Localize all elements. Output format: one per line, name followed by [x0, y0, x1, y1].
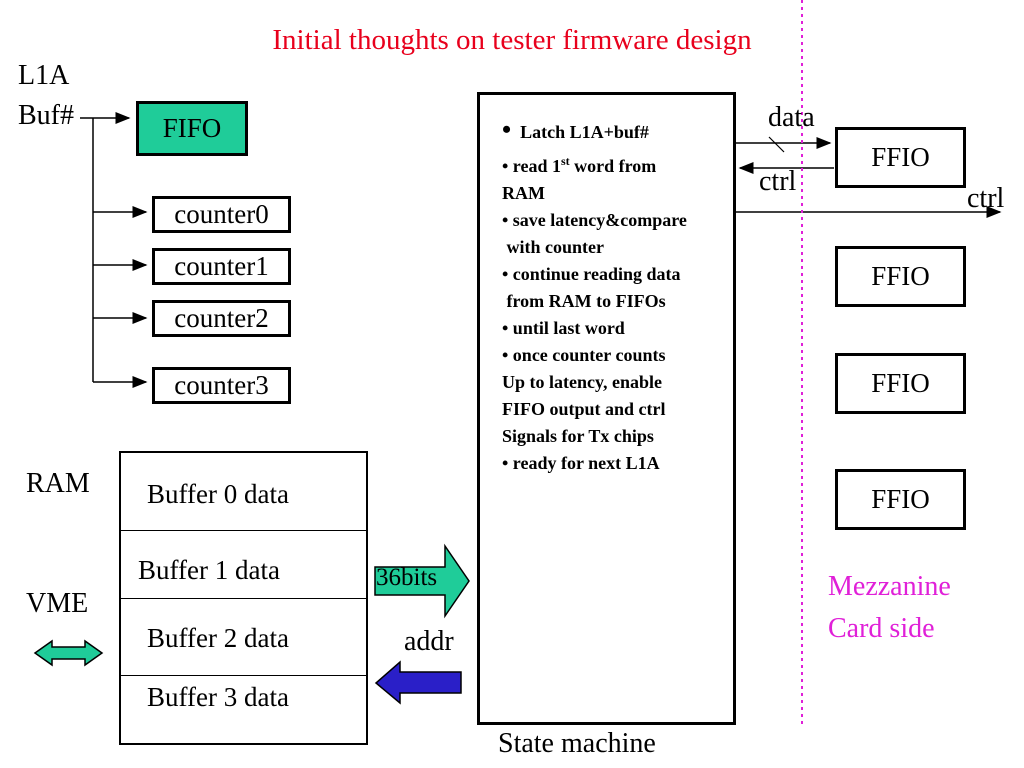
- ram-block: Buffer 0 data Buffer 1 data Buffer 2 dat…: [119, 451, 368, 745]
- ffio-box-0: FFIO: [835, 127, 966, 188]
- data-signal-label: data: [768, 102, 815, 133]
- sm-line: • continue reading data: [502, 264, 681, 284]
- sm-line: FIFO output and ctrl: [502, 399, 666, 419]
- state-machine-text: • Latch L1A+buf# • read 1st word from RA…: [502, 116, 742, 477]
- sm-bullet: •: [502, 115, 512, 144]
- mezzanine-label-line2: Card side: [828, 613, 935, 644]
- ffio-label: FFIO: [871, 484, 930, 514]
- fifo-box: FIFO: [136, 101, 248, 156]
- vme-label: VME: [26, 588, 89, 619]
- ffio-box-3: FFIO: [835, 469, 966, 530]
- buffer0-label: Buffer 0 data: [147, 479, 289, 509]
- counter0-box: counter0: [152, 196, 291, 233]
- counter1-label: counter1: [174, 251, 269, 281]
- sm-line: • until last word: [502, 318, 625, 338]
- ram-divider: [121, 598, 366, 599]
- sm-line-text: Latch L1A+buf#: [520, 122, 649, 142]
- sm-line: • once counter counts: [502, 345, 666, 365]
- sm-line: • read 1st word from: [502, 154, 657, 176]
- ram-divider: [121, 530, 366, 531]
- counter3-box: counter3: [152, 367, 291, 404]
- buffer3-label: Buffer 3 data: [147, 682, 289, 712]
- ram-divider: [121, 675, 366, 676]
- buffer2-label: Buffer 2 data: [147, 623, 289, 653]
- bus-36bits-label: 36bits: [376, 564, 438, 591]
- mezzanine-label-line1: Mezzanine: [828, 571, 951, 602]
- sm-line: RAM: [502, 183, 545, 203]
- ram-label: RAM: [26, 468, 90, 499]
- addr-label: addr: [404, 626, 454, 657]
- sm-line: with counter: [502, 237, 605, 257]
- buf-label: Buf#: [18, 100, 74, 131]
- ffio-box-2: FFIO: [835, 353, 966, 414]
- buffer1-label: Buffer 1 data: [138, 555, 280, 585]
- sm-line: from RAM to FIFOs: [502, 291, 666, 311]
- state-machine-box: [477, 92, 736, 725]
- sm-line: Signals for Tx chips: [502, 426, 654, 446]
- ffio-label: FFIO: [871, 261, 930, 291]
- counter0-label: counter0: [174, 199, 269, 229]
- ctrl-out-signal-label: ctrl: [967, 183, 1005, 214]
- fifo-label: FIFO: [162, 113, 222, 143]
- l1a-label: L1A: [18, 60, 70, 91]
- sm-line: • Latch L1A+buf#: [502, 116, 742, 146]
- counter1-box: counter1: [152, 248, 291, 285]
- ctrl-in-signal-label: ctrl: [759, 166, 797, 197]
- ffio-label: FFIO: [871, 142, 930, 172]
- sm-line: • save latency&compare: [502, 210, 687, 230]
- counter2-label: counter2: [174, 303, 269, 333]
- ffio-box-1: FFIO: [835, 246, 966, 307]
- slide-title: Initial thoughts on tester firmware desi…: [272, 24, 752, 56]
- counter3-label: counter3: [174, 370, 269, 400]
- state-machine-caption: State machine: [498, 728, 656, 759]
- ffio-label: FFIO: [871, 368, 930, 398]
- sm-line: Up to latency, enable: [502, 372, 662, 392]
- counter2-box: counter2: [152, 300, 291, 337]
- sm-line: • ready for next L1A: [502, 453, 660, 473]
